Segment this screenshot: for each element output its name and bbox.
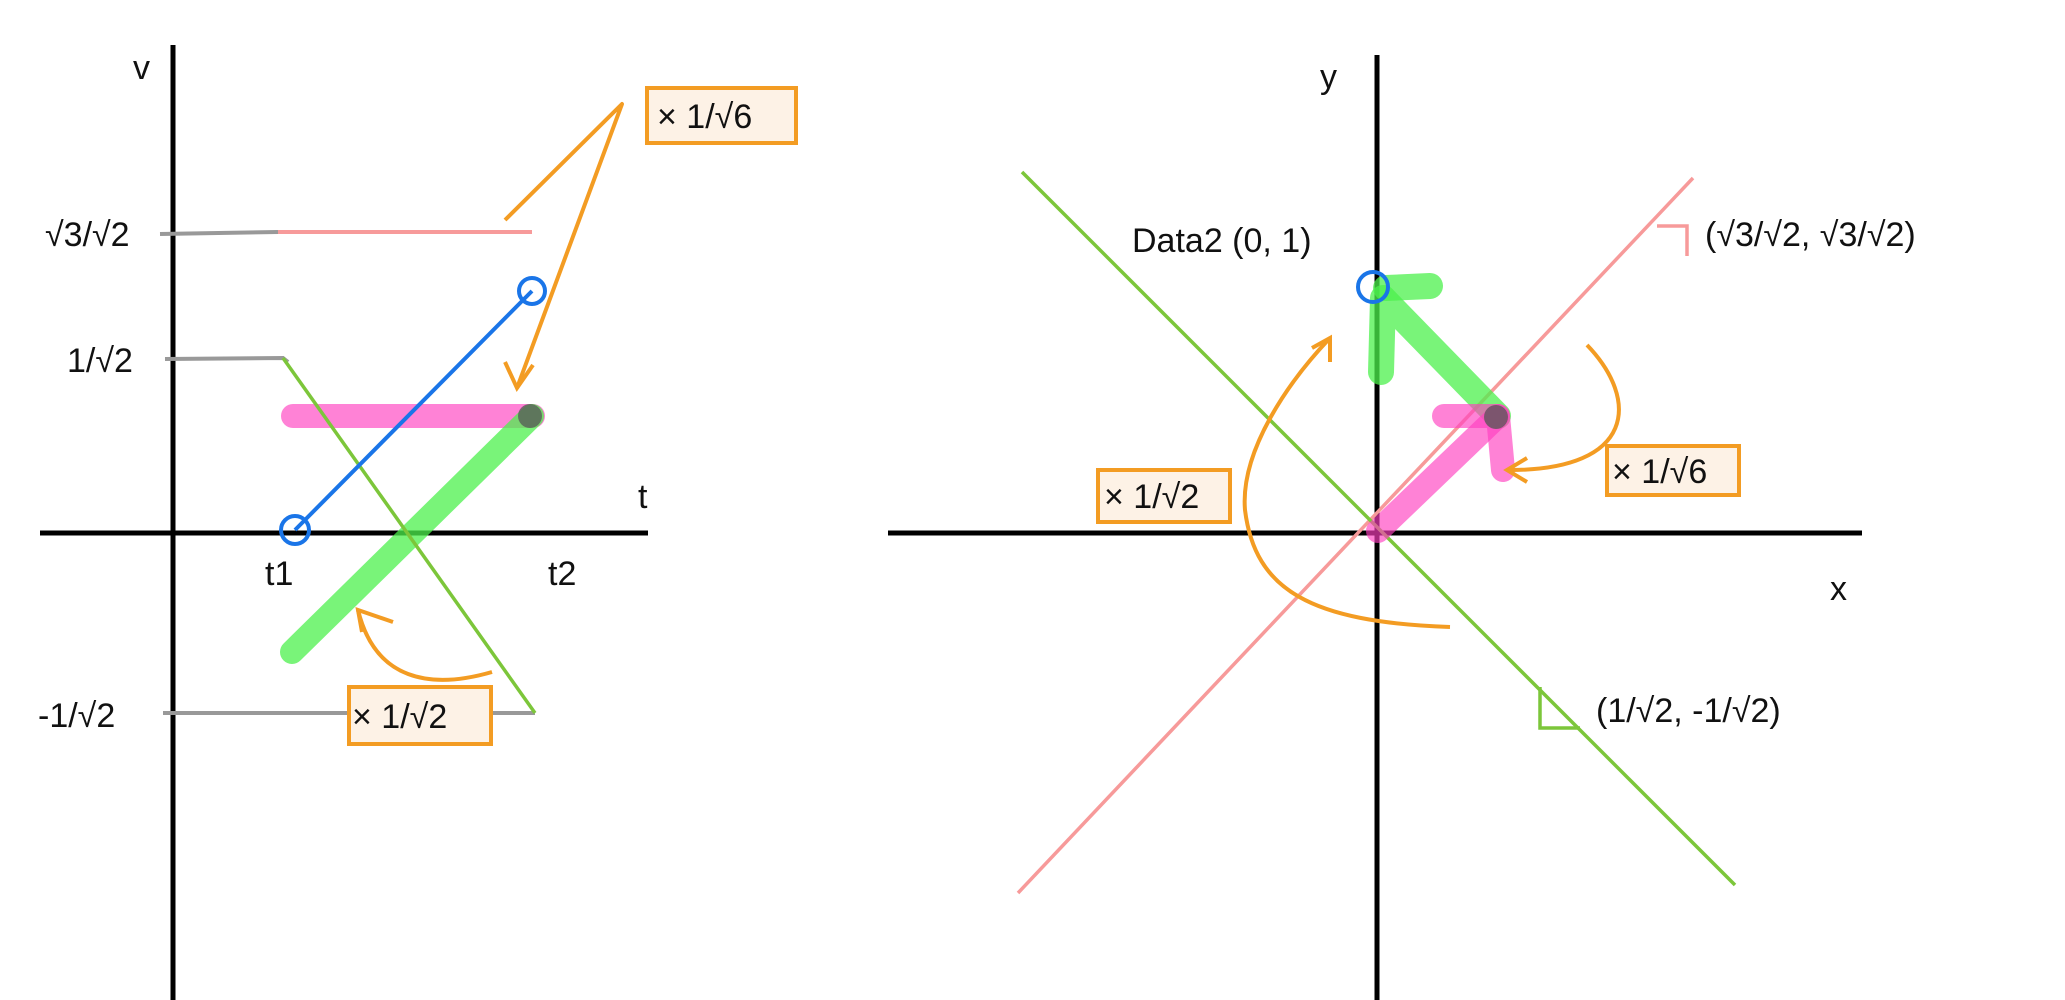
right-panel: y x Data2 (0, 1) (√3/√2, √3/√2) (1/√2, -… (888, 55, 1916, 1000)
green-segment (280, 404, 544, 664)
green-vector-label: (1/√2, -1/√2) (1596, 692, 1781, 730)
orange-arrow-right (1509, 343, 1621, 472)
annotation-box-left-factor: × 1/√2 (1096, 468, 1232, 524)
pink-arrowhead (1657, 224, 1689, 256)
orange-arrowhead-left (1311, 334, 1332, 362)
annotation-box-right-factor: × 1/√6 (1605, 444, 1741, 497)
annotation-right-factor-text: × 1/√6 (1612, 453, 1707, 491)
x-axis-label: x (1830, 570, 1847, 608)
green-thin-line (281, 356, 537, 715)
blue-end-point (517, 276, 547, 306)
annotation-top-factor-text: × 1/√6 (657, 98, 752, 136)
orange-arrowhead-right (1503, 456, 1529, 484)
annotation-box-bottom-factor: × 1/√2 (347, 685, 493, 746)
magenta-thick-vector (1366, 404, 1510, 543)
tick-label-sqrt3: √3/√2 (45, 216, 130, 254)
tick-line-sqrt3 (159, 230, 279, 236)
left-panel: v t √3/√2 1/√2 -1/√2 t1 t2 × 1/√6 × 1/√2 (38, 45, 798, 1000)
orange-arrowhead-top (503, 361, 535, 393)
data2-label: Data2 (0, 1) (1132, 222, 1312, 260)
data2-point (1356, 270, 1390, 304)
annotation-bottom-factor-text: × 1/√2 (352, 698, 447, 736)
tick-label-t1: t1 (265, 555, 293, 593)
pink-diagonal (1016, 176, 1695, 895)
tick-label-t2: t2 (548, 555, 576, 593)
overlap-mark (518, 404, 542, 428)
vector-overlap-mark (1484, 405, 1508, 429)
green-arrowhead (1538, 687, 1580, 730)
v-axis-label: v (133, 49, 150, 87)
blue-line (293, 289, 534, 532)
y-axis-label: y (1320, 58, 1337, 96)
blue-start-point (279, 514, 311, 546)
tick-line-inv-sqrt2 (164, 355, 290, 364)
orange-arrowhead-bottom (355, 607, 394, 633)
annotation-box-top-factor: × 1/√6 (645, 86, 798, 145)
green-thick-arrowhead (1373, 273, 1443, 301)
orange-arrow-top (503, 102, 624, 389)
orange-arrow-left (1242, 336, 1451, 629)
tick-label-inv-sqrt2: 1/√2 (67, 342, 133, 380)
green-thick-vector (1368, 285, 1511, 429)
annotation-left-factor-text: × 1/√2 (1104, 478, 1199, 516)
t-axis-label: t (638, 478, 648, 516)
tick-label-neg-inv-sqrt2: -1/√2 (38, 697, 115, 735)
orange-arrow-bottom (356, 609, 493, 682)
pink-vector-label: (√3/√2, √3/√2) (1705, 216, 1916, 254)
